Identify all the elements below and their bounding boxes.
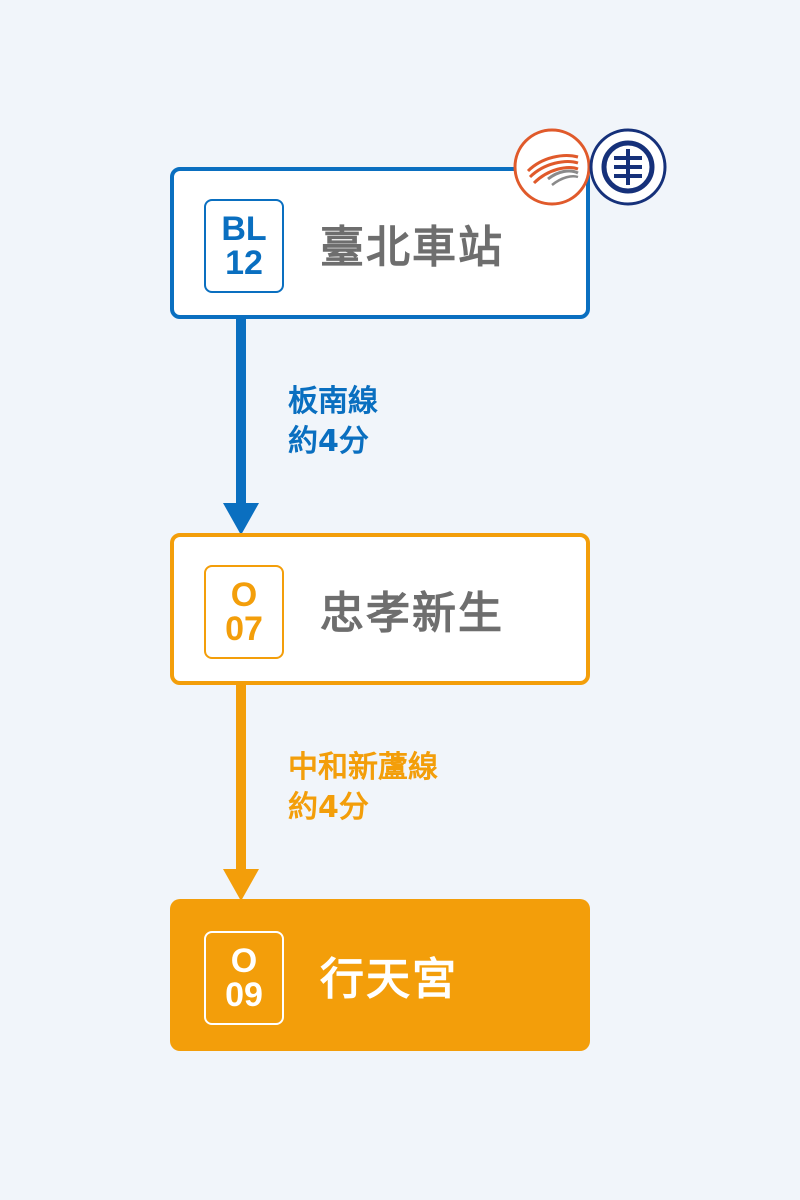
station-card-xingtian-temple[interactable]: O 09 行天宮 [170, 899, 590, 1051]
station-code-badge: O 09 [204, 931, 284, 1025]
bannan-line-connector [236, 319, 246, 505]
station-name: 忠孝新生 [320, 588, 504, 639]
high-speed-rail-logo-icon [513, 128, 591, 206]
arrow-down-icon [223, 869, 259, 901]
station-code-line: O [230, 576, 258, 614]
station-name: 行天宮 [320, 954, 458, 1005]
station-card-zhongxiao-xinsheng[interactable]: O 07 忠孝新生 [170, 533, 590, 685]
station-name: 臺北車站 [320, 222, 504, 273]
station-code-badge: O 07 [204, 565, 284, 659]
station-code-line: O [230, 942, 258, 980]
station-code-badge: BL 12 [204, 199, 284, 293]
zhonghe-xinlu-line-connector [236, 685, 246, 871]
segment-travel-time: 約4分 [288, 790, 369, 825]
segment-label-bannan: 板南線 約4分 [288, 382, 378, 462]
segment-label-zhonghe-xinlu: 中和新蘆線 約4分 [288, 748, 438, 828]
station-code-number: 12 [225, 244, 263, 282]
station-code-number: 07 [225, 610, 263, 648]
station-code-number: 09 [225, 976, 263, 1014]
segment-line-name: 中和新蘆線 [288, 750, 438, 785]
station-code-line: BL [221, 210, 267, 248]
segment-line-name: 板南線 [288, 384, 378, 419]
arrow-down-icon [223, 503, 259, 535]
station-card-taipei-main[interactable]: BL 12 臺北車站 [170, 167, 590, 319]
taiwan-railway-logo-icon [589, 128, 667, 206]
segment-travel-time: 約4分 [288, 424, 369, 459]
